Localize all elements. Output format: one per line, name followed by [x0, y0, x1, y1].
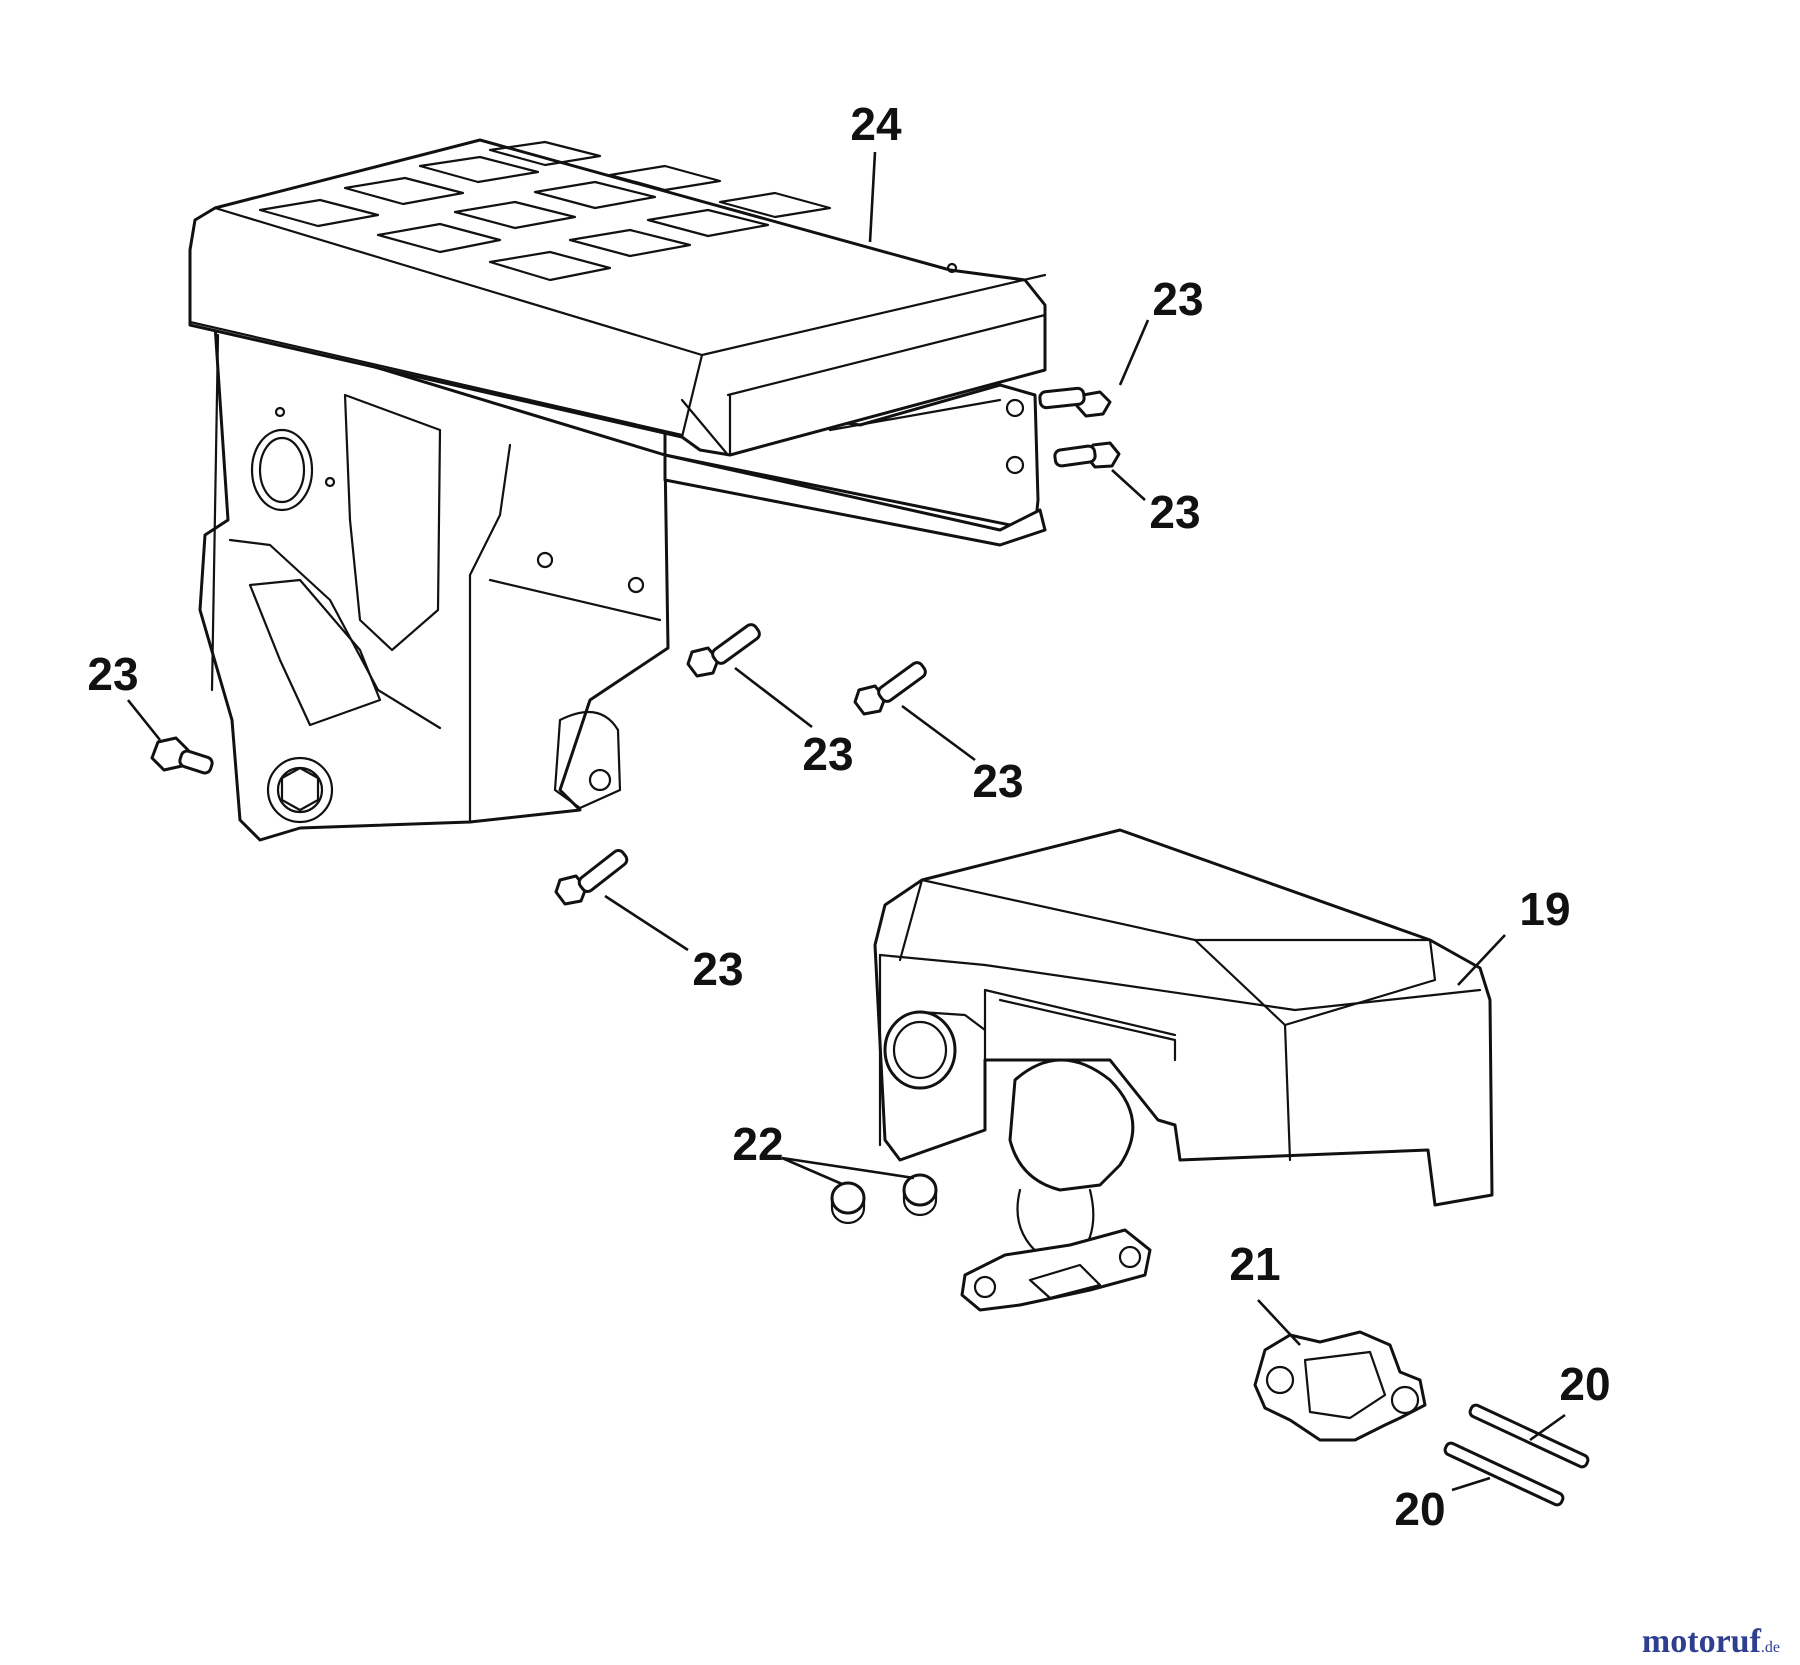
callout-22: 22	[732, 1118, 783, 1170]
callouts: 24 23 23 23 23 23 23 19 22 21 20 20	[87, 98, 1610, 1535]
vent-slots	[258, 140, 832, 282]
part-24-shroud	[188, 138, 1047, 842]
callout-23-f: 23	[692, 943, 743, 995]
callout-23-b: 23	[1149, 486, 1200, 538]
part-22-nuts	[830, 1173, 938, 1225]
svg-text:motoruf.de: motoruf.de	[1642, 1623, 1780, 1660]
part-20-stud-lower	[1443, 1441, 1565, 1507]
callout-20-b: 20	[1394, 1483, 1445, 1535]
watermark-logo: motoruf.de	[1642, 1623, 1780, 1660]
callout-24: 24	[850, 98, 902, 150]
callout-23-e: 23	[972, 755, 1023, 807]
leader-lines	[126, 151, 1566, 1492]
callout-23-c: 23	[87, 648, 138, 700]
part-23-bolt-f	[554, 848, 629, 906]
part-19-air-cleaner	[873, 828, 1494, 1312]
part-23-bolt-c	[150, 736, 214, 775]
part-23-bolt-e	[853, 661, 927, 716]
callout-23-d: 23	[802, 728, 853, 780]
callout-20-a: 20	[1559, 1358, 1610, 1410]
part-23-bolt-d	[686, 623, 761, 678]
watermark-main: motoruf	[1642, 1623, 1762, 1660]
part-21-gasket	[1253, 1330, 1427, 1442]
callout-23-a: 23	[1152, 273, 1203, 325]
watermark-suffix: .de	[1761, 1639, 1780, 1656]
part-23-bolt-a	[1038, 386, 1112, 418]
part-20-stud-upper	[1468, 1403, 1590, 1469]
part-23-bolt-b	[1053, 441, 1121, 469]
callout-21: 21	[1229, 1238, 1280, 1290]
callout-19: 19	[1519, 883, 1570, 935]
